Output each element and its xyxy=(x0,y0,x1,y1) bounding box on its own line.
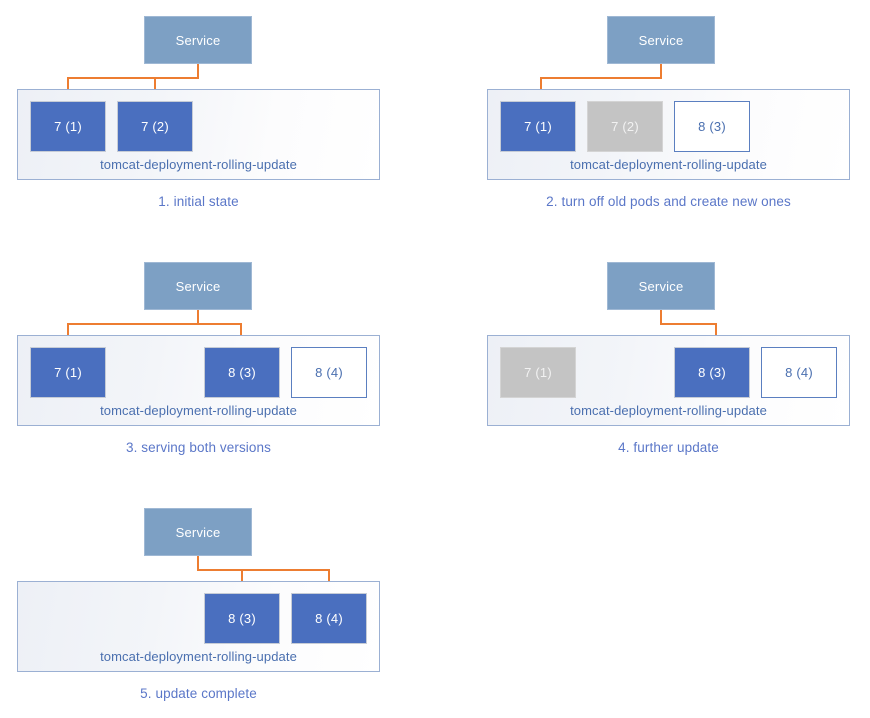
service-box: Service xyxy=(607,16,715,64)
pod-box: 8 (4) xyxy=(761,347,837,398)
service-label: Service xyxy=(175,524,221,540)
panel-caption: 5. update complete xyxy=(140,686,257,701)
pod-box: 8 (3) xyxy=(204,347,280,398)
pod-box: 7 (1) xyxy=(500,101,576,152)
pod-box: 8 (4) xyxy=(291,593,367,644)
pod-label: 7 (2) xyxy=(611,119,639,134)
service-label: Service xyxy=(638,278,684,294)
pod-box: 8 (3) xyxy=(674,101,750,152)
deployment-name-label: tomcat-deployment-rolling-update xyxy=(570,157,767,172)
service-box: Service xyxy=(144,262,252,310)
deployment-name-label: tomcat-deployment-rolling-update xyxy=(570,403,767,418)
panel-caption: 4. further update xyxy=(618,440,719,455)
panel-caption: 3. serving both versions xyxy=(126,440,271,455)
pod-label: 8 (4) xyxy=(315,365,343,380)
service-label: Service xyxy=(638,32,684,48)
pod-box: 8 (3) xyxy=(204,593,280,644)
service-label: Service xyxy=(175,278,221,294)
deployment-name-label: tomcat-deployment-rolling-update xyxy=(100,649,297,664)
service-box: Service xyxy=(144,16,252,64)
deployment-name-label: tomcat-deployment-rolling-update xyxy=(100,157,297,172)
pod-label: 8 (3) xyxy=(698,119,726,134)
pod-label: 7 (1) xyxy=(524,119,552,134)
service-box: Service xyxy=(144,508,252,556)
pod-label: 7 (1) xyxy=(54,119,82,134)
service-label: Service xyxy=(175,32,221,48)
panel-caption: 1. initial state xyxy=(158,194,239,209)
pod-label: 8 (3) xyxy=(228,365,256,380)
pod-box: 8 (3) xyxy=(674,347,750,398)
pod-box: 7 (1) xyxy=(500,347,576,398)
pod-label: 8 (4) xyxy=(315,611,343,626)
pod-box: 7 (2) xyxy=(587,101,663,152)
service-box: Service xyxy=(607,262,715,310)
pod-label: 7 (1) xyxy=(524,365,552,380)
pod-label: 7 (2) xyxy=(141,119,169,134)
pod-label: 8 (4) xyxy=(785,365,813,380)
pod-label: 8 (3) xyxy=(228,611,256,626)
deployment-name-label: tomcat-deployment-rolling-update xyxy=(100,403,297,418)
pod-box: 7 (1) xyxy=(30,101,106,152)
pod-box: 8 (4) xyxy=(291,347,367,398)
pod-label: 8 (3) xyxy=(698,365,726,380)
pod-box: 7 (2) xyxy=(117,101,193,152)
panel-caption: 2. turn off old pods and create new ones xyxy=(546,194,791,209)
pod-box: 7 (1) xyxy=(30,347,106,398)
pod-label: 7 (1) xyxy=(54,365,82,380)
